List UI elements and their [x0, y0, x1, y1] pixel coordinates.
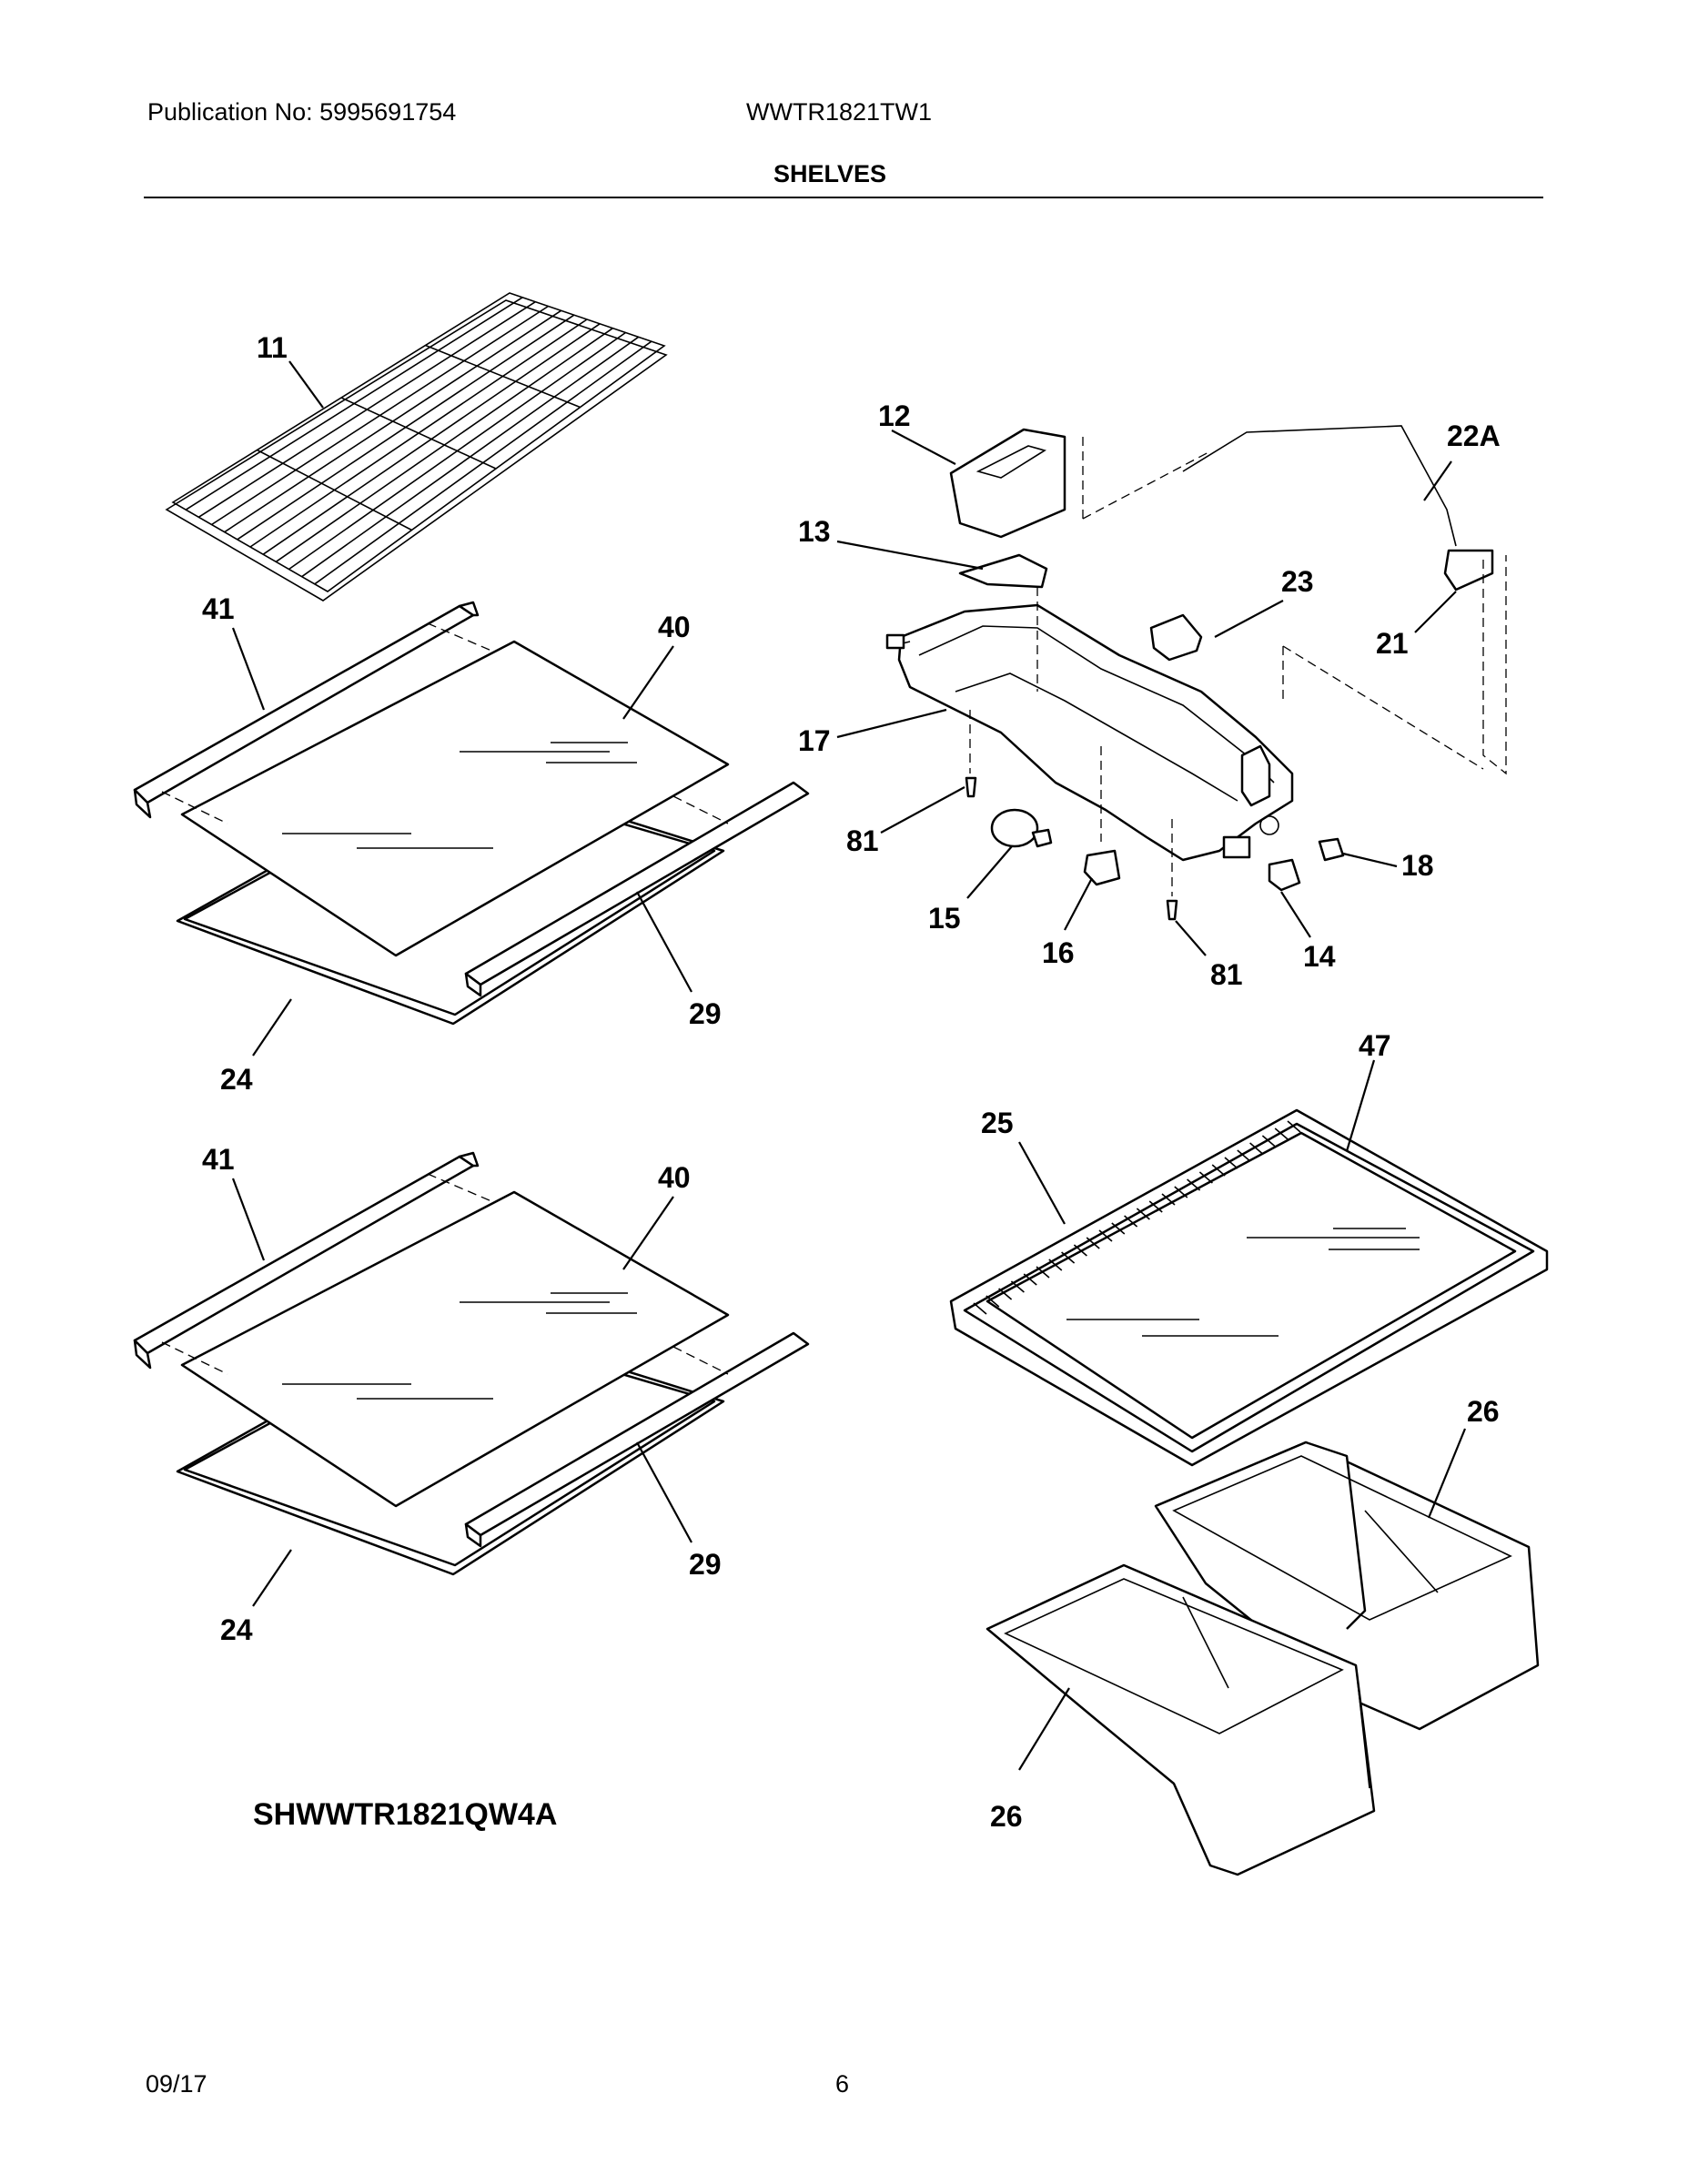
- leader-lines: [231, 360, 1467, 1771]
- callout-47: 47: [1359, 1029, 1391, 1062]
- vent-slot: [998, 1288, 1013, 1300]
- header-divider: [144, 197, 1543, 198]
- callout-81-right: 81: [1210, 958, 1243, 991]
- vent-slot: [1261, 1135, 1276, 1148]
- upper-glass-shelf: [133, 601, 810, 1026]
- callout-24-lower: 24: [220, 1613, 253, 1646]
- vent-slot: [1211, 1164, 1226, 1177]
- vent-slot: [1010, 1280, 1025, 1293]
- callout-22a: 22A: [1447, 420, 1501, 452]
- callout-25: 25: [981, 1107, 1014, 1139]
- callout-12: 12: [878, 399, 911, 432]
- vent-slot: [1187, 1178, 1201, 1191]
- publication-number: Publication No: 5995691754: [147, 98, 457, 126]
- assembly-code: SHWWTR1821QW4A: [253, 1797, 557, 1832]
- callout-23: 23: [1281, 565, 1314, 598]
- callout-26-right: 26: [1467, 1395, 1500, 1428]
- callout-16: 16: [1042, 936, 1075, 969]
- vent-slot: [1111, 1222, 1126, 1235]
- vent-slot: [1198, 1171, 1213, 1184]
- footer-date: 09/17: [146, 2070, 207, 2098]
- control-housing-assembly: [885, 425, 1507, 921]
- wire-shelf: [165, 292, 668, 602]
- crisper-cover-assembly: [949, 1108, 1549, 1467]
- callout-81-left: 81: [846, 824, 879, 857]
- vent-slot: [1174, 1186, 1188, 1198]
- wire-rail: [257, 449, 412, 531]
- crisper-pans: [986, 1441, 1540, 1876]
- callout-11: 11: [257, 331, 288, 364]
- vent-slot: [986, 1295, 1000, 1308]
- callout-14: 14: [1303, 940, 1336, 973]
- callout-13: 13: [798, 515, 831, 548]
- callout-15: 15: [928, 902, 961, 935]
- callout-18: 18: [1401, 849, 1434, 882]
- callout-40-lower: 40: [658, 1161, 691, 1194]
- vent-slot: [1249, 1142, 1264, 1155]
- callout-17: 17: [798, 724, 831, 757]
- lower-glass-shelf: [133, 1151, 810, 1576]
- callout-24-upper: 24: [220, 1063, 253, 1096]
- vent-slot: [1036, 1266, 1050, 1279]
- callout-21: 21: [1376, 627, 1409, 660]
- section-title: SHELVES: [773, 160, 887, 187]
- vent-slot: [1237, 1149, 1251, 1162]
- vent-slot: [1073, 1244, 1087, 1257]
- callout-29-lower: 29: [689, 1548, 722, 1581]
- vent-slot: [1161, 1193, 1176, 1206]
- wire-rail: [425, 344, 581, 409]
- vent-slot: [1048, 1259, 1063, 1271]
- vent-slot: [1124, 1215, 1138, 1228]
- vent-slot: [1148, 1200, 1163, 1213]
- callout-29-upper: 29: [689, 997, 722, 1030]
- vent-slot: [1023, 1273, 1037, 1286]
- callout-labels: 11 12 13 22A 23 21 17 81 18 15 16 81 14 …: [202, 331, 1501, 1833]
- vent-slot: [1274, 1127, 1289, 1140]
- vent-slot: [1136, 1208, 1150, 1220]
- vent-slot: [1098, 1229, 1113, 1242]
- vent-slot: [1287, 1120, 1301, 1133]
- callout-41-lower: 41: [202, 1143, 235, 1176]
- vent-slot: [973, 1302, 987, 1315]
- callout-41-upper: 41: [202, 592, 235, 625]
- wire-rail: [340, 397, 497, 470]
- vent-slot: [1086, 1237, 1100, 1249]
- vent-slot: [1061, 1251, 1076, 1264]
- model-number: WWTR1821TW1: [746, 98, 933, 126]
- vent-slot: [1224, 1157, 1238, 1169]
- page-number: 6: [835, 2070, 850, 2098]
- callout-26-left: 26: [990, 1800, 1023, 1833]
- callout-40-upper: 40: [658, 611, 691, 643]
